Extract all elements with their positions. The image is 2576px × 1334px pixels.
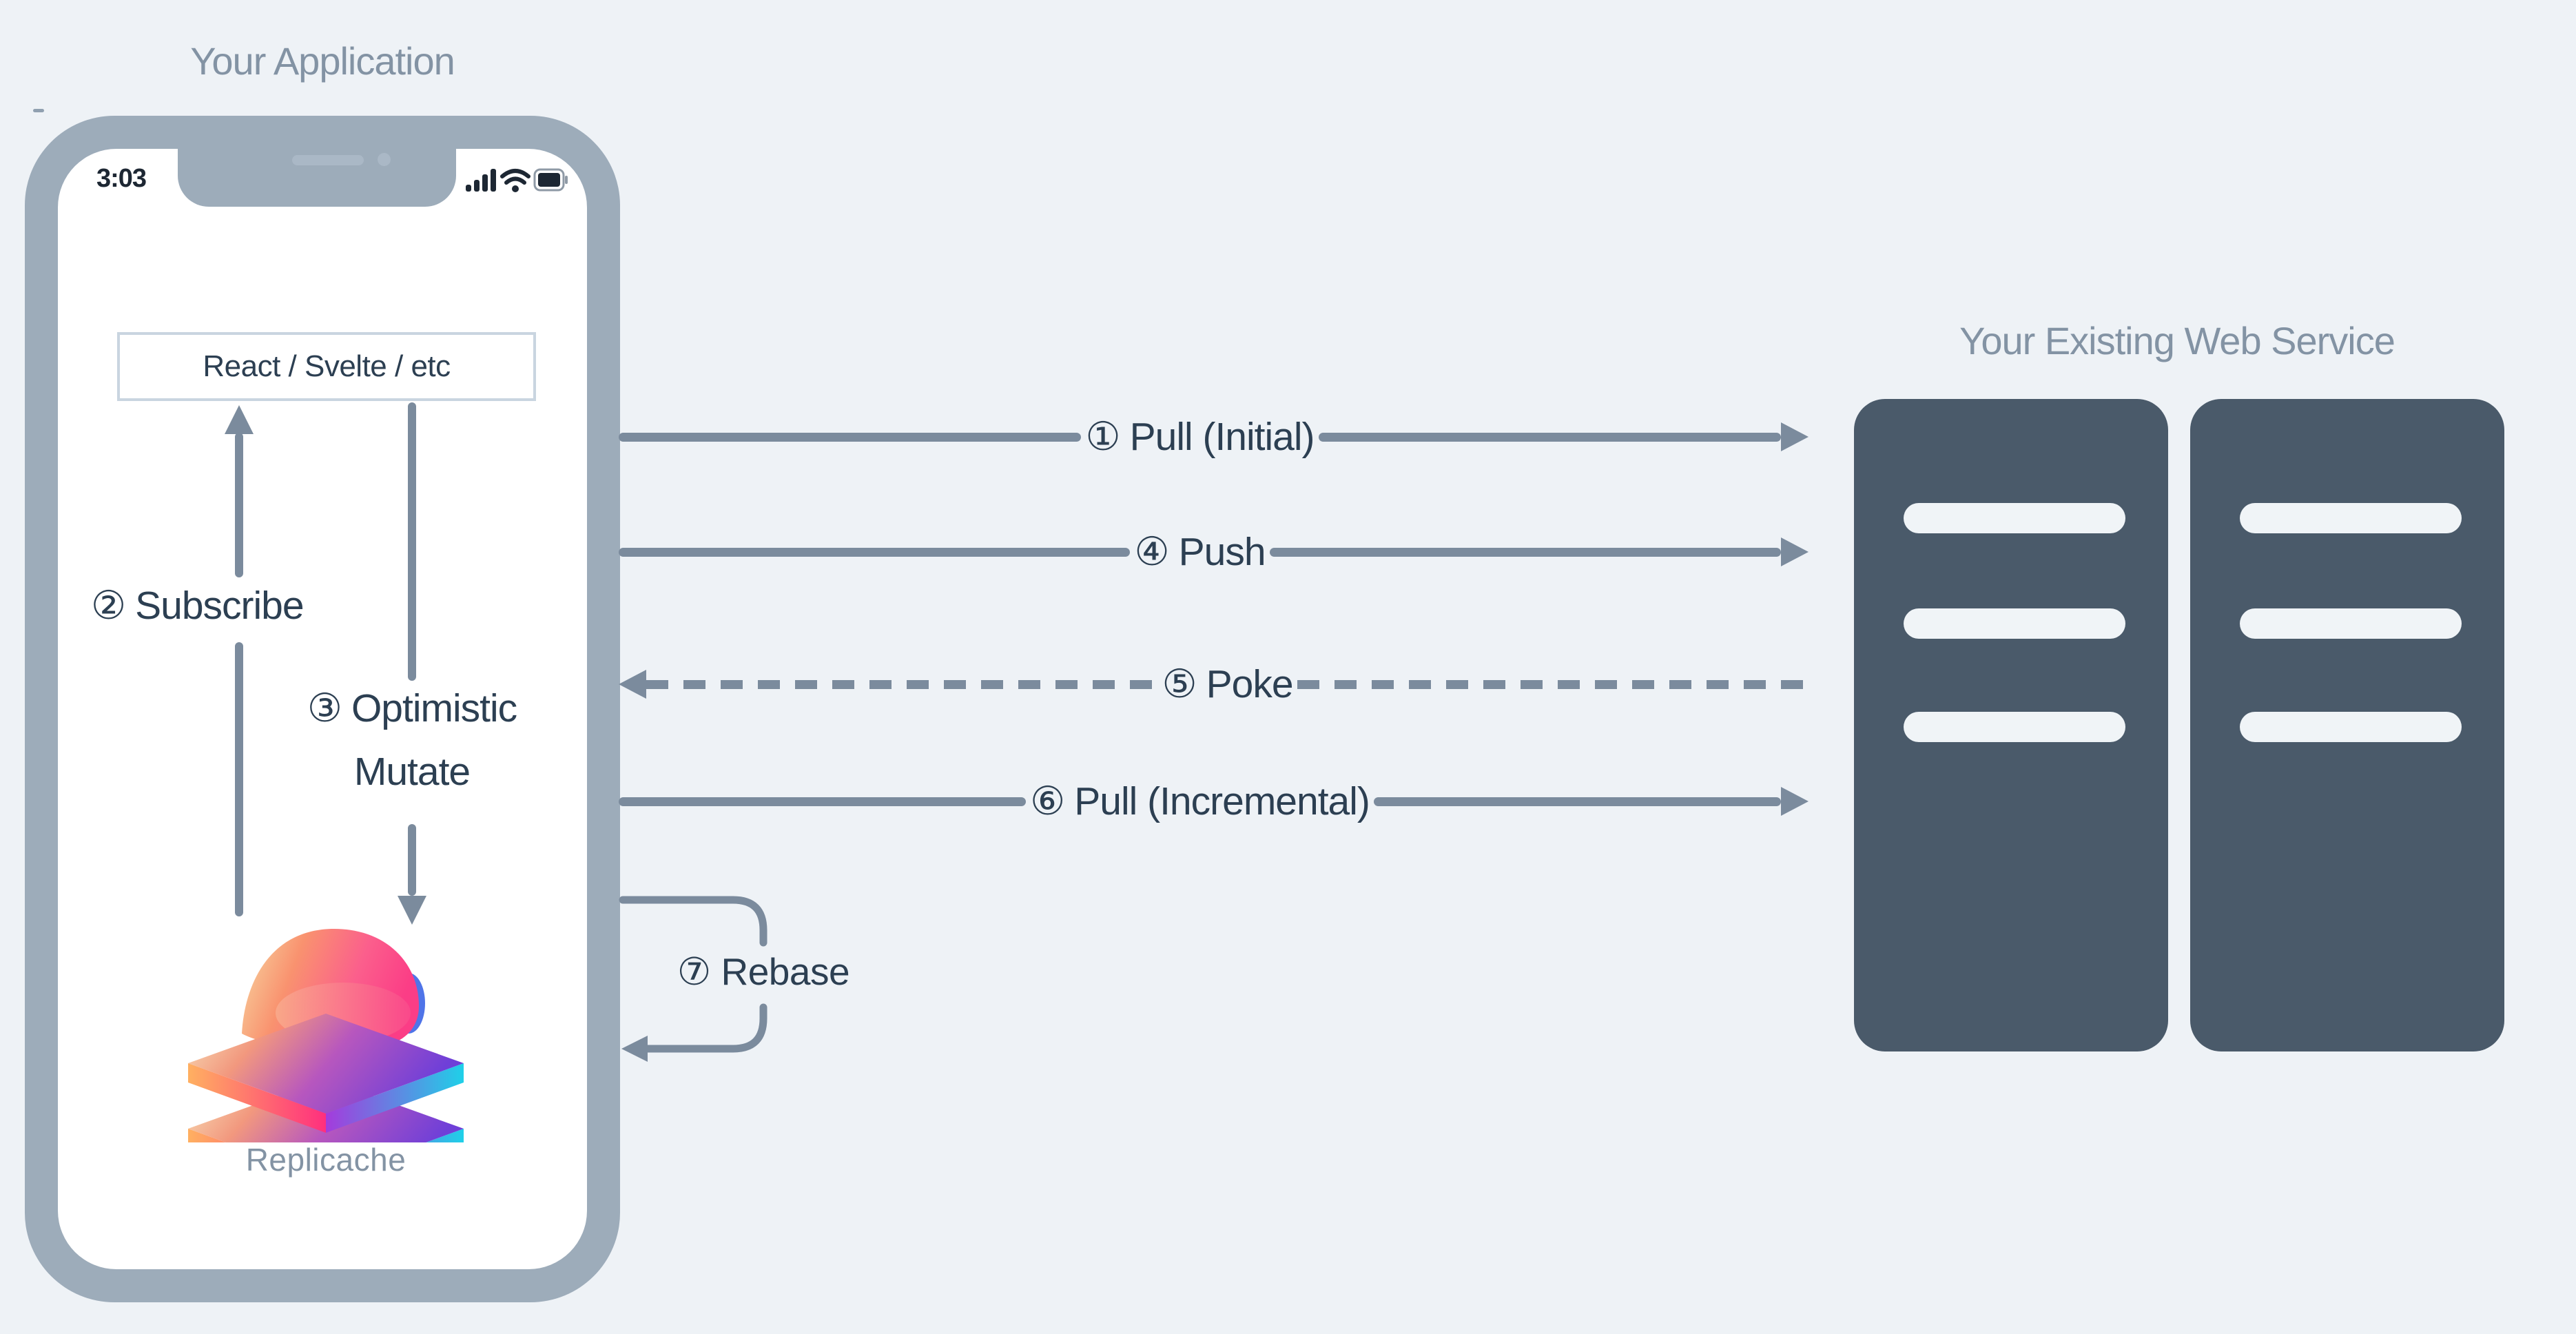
flow-number: ⑤ — [1162, 662, 1197, 706]
mutate-arrow-line — [408, 402, 416, 681]
server-rack-left — [1854, 399, 2168, 1051]
application-title: Your Application — [190, 39, 455, 83]
camera-icon — [378, 153, 391, 166]
server-slot — [2240, 503, 2462, 533]
arrow-right-icon — [1781, 787, 1809, 816]
mutate-number: ③ — [307, 686, 342, 730]
framework-box: React / Svelte / etc — [117, 332, 536, 401]
framework-box-label: React / Svelte / etc — [203, 349, 451, 383]
flow-label-poke: ⑤ Poke — [1157, 661, 1297, 707]
wifi-dot — [512, 185, 519, 192]
arrow-right-icon — [1781, 422, 1809, 451]
server-slot — [1904, 503, 2125, 533]
flow-text: Poke — [1206, 662, 1294, 706]
signal-icon — [466, 169, 496, 192]
flow-row-poke: ⑤ Poke — [619, 659, 1809, 709]
flow-row-push: ④ Push — [619, 527, 1809, 577]
flow-text: Pull (Incremental) — [1074, 779, 1370, 823]
subscribe-text: Subscribe — [135, 584, 304, 628]
flow-line — [619, 797, 1027, 806]
decorative-dash — [33, 109, 44, 112]
wifi-icon — [500, 169, 530, 185]
flow-number: ① — [1085, 415, 1120, 459]
arrow-up-icon — [225, 405, 254, 434]
flow-line — [1373, 797, 1782, 806]
flow-line — [1269, 547, 1781, 557]
battery-icon — [533, 168, 568, 192]
flow-text: Push — [1178, 530, 1266, 574]
subscribe-number: ② — [91, 584, 126, 628]
rebase-label: ⑦ Rebase — [626, 950, 901, 994]
flow-text: Rebase — [721, 950, 850, 993]
subscribe-arrow-line — [235, 433, 243, 577]
rebase-loop-arrow — [617, 890, 907, 1073]
server-slot — [1904, 608, 2125, 639]
mutate-arrow-line — [408, 824, 416, 896]
flow-dashed-line — [646, 679, 1158, 689]
service-title: Your Existing Web Service — [1959, 319, 2395, 362]
arrow-right-icon — [1781, 537, 1809, 566]
flow-row-pull-initial: ① Pull (Initial) — [619, 412, 1809, 462]
flow-label-pull-initial: ① Pull (Initial) — [1081, 414, 1318, 460]
status-bar-icons — [466, 167, 569, 196]
status-bar-time: 3:03 — [96, 164, 147, 193]
flow-number: ⑥ — [1030, 779, 1065, 823]
server-slot — [2240, 608, 2462, 639]
replicache-label: Replicache — [245, 1142, 406, 1178]
flow-dashed-line — [1297, 679, 1809, 689]
mutate-text-line2: Mutate — [353, 750, 471, 794]
flow-text: Pull (Initial) — [1129, 415, 1315, 459]
replicache-logo — [181, 922, 471, 1198]
server-slot — [2240, 712, 2462, 742]
flow-line — [619, 547, 1131, 557]
server-slot — [1904, 712, 2125, 742]
subscribe-arrow-line — [235, 642, 243, 916]
flow-line — [1318, 432, 1781, 442]
mutate-text-line1: Optimistic — [351, 686, 517, 730]
flow-label-push: ④ Push — [1130, 529, 1269, 575]
flow-number: ④ — [1134, 530, 1169, 574]
speaker-icon — [292, 155, 364, 165]
flow-row-pull-incremental: ⑥ Pull (Incremental) — [619, 777, 1809, 826]
server-rack-right — [2190, 399, 2504, 1051]
arrow-left-icon — [619, 670, 646, 699]
flow-number: ⑦ — [677, 950, 711, 993]
flow-line — [619, 432, 1082, 442]
arrow-down-icon — [398, 896, 426, 925]
flow-label-pull-incremental: ⑥ Pull (Incremental) — [1026, 779, 1374, 824]
